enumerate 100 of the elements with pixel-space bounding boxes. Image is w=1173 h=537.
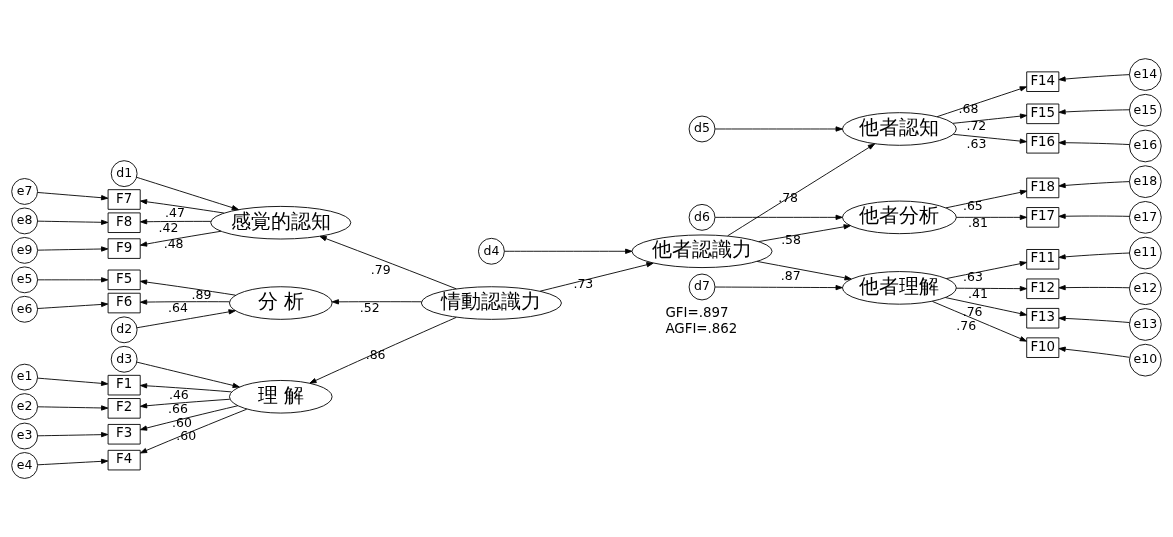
arrow [945,189,1028,209]
arrow [140,279,236,296]
node-circle: e18 [1129,165,1162,198]
edge-label: .48 [163,235,184,251]
edge-label: .64 [167,299,188,315]
node-box: F4 [107,449,141,471]
node-box: F7 [107,189,141,210]
arrow [37,301,109,309]
arrow [952,113,1028,124]
arrow [37,277,109,283]
node-circle: d6 [688,203,716,231]
edge-label: .63 [963,269,983,285]
edge-label: .73 [573,275,594,291]
arrow [1058,109,1130,115]
arrow [539,262,654,292]
arrow [1058,252,1130,260]
edge-label: .63 [966,135,987,151]
edge-label: .58 [781,232,802,248]
node-box: F3 [107,424,141,445]
edge-label: .76 [962,303,983,319]
node-circle: e11 [1129,236,1162,270]
arrow [1058,213,1130,219]
node-box: F18 [1026,177,1060,199]
arrow [714,126,843,132]
edge-label: .89 [191,286,212,302]
edge-label: .81 [968,215,988,231]
arrow [714,214,843,220]
node-circle: e16 [1129,129,1162,163]
node-circle: e3 [11,422,38,450]
edge-label: .79 [370,261,391,277]
edge-label: .86 [365,346,386,362]
arrow [140,408,248,454]
edge-label: .47 [165,205,185,221]
arrow [1058,181,1130,189]
node-box: F6 [107,292,141,314]
arrow [140,299,230,305]
node-box: F8 [107,212,141,233]
arrow [1058,285,1130,291]
arrow [931,301,1027,342]
arrow [756,260,852,281]
node-circle: e6 [11,295,38,323]
node-circle: e10 [1129,343,1162,377]
arrow [136,309,236,329]
arrow [140,405,239,431]
node-circle: d7 [688,273,716,301]
arrow [504,248,633,254]
node-circle: e14 [1129,58,1162,91]
node-circle: e7 [11,178,38,205]
arrow [955,214,1027,220]
edge-label: .66 [168,400,188,416]
label: GFI=.897 [665,305,729,321]
edge-label: .87 [780,267,801,283]
edge-label: .42 [158,219,179,235]
edge-label: .60 [176,427,197,443]
node-circle: d2 [110,316,138,344]
node-circle: d4 [478,237,505,265]
node-circle: d3 [110,345,138,373]
arrow [37,458,109,466]
arrow [945,297,1027,317]
node-box: F17 [1026,207,1060,228]
arrow [136,176,239,211]
node-box: F1 [107,374,141,396]
node-box: F15 [1026,103,1060,125]
edge-label: .41 [968,286,988,302]
node-box: F14 [1026,71,1060,92]
edge-label: .72 [966,117,987,133]
node-box: F5 [107,269,141,291]
node-circle: e17 [1129,201,1162,234]
node-box: F16 [1026,133,1060,154]
node-circle: e5 [11,266,38,294]
edge-label: .46 [168,386,189,402]
node-box: F10 [1026,337,1060,358]
node-ellipse: 情動認識力 [420,286,562,320]
arrow [37,192,109,201]
arrow [37,432,109,438]
node-circle: d5 [688,115,716,143]
arrow [37,219,109,225]
arrow [37,377,109,386]
arrow [140,219,212,225]
arrow [140,230,222,247]
arrow [331,299,422,305]
node-box: F11 [1026,249,1060,270]
arrow [758,224,851,243]
node-box: F2 [107,398,141,419]
edge-label: .76 [956,318,977,334]
arrow [714,284,843,291]
arrow [37,405,109,411]
arrow [1058,74,1130,82]
node-circle: e2 [11,393,38,420]
label: AGFI=.862 [665,320,738,336]
node-circle: e12 [1129,272,1162,306]
arrow [955,286,1027,292]
arrow [1058,140,1130,146]
node-box: F9 [107,238,141,259]
arrow [319,235,457,290]
node-circle: e8 [11,207,38,235]
node-circle: e9 [11,237,38,264]
arrow [936,86,1027,118]
arrow [727,143,875,237]
node-circle: e1 [11,363,38,391]
